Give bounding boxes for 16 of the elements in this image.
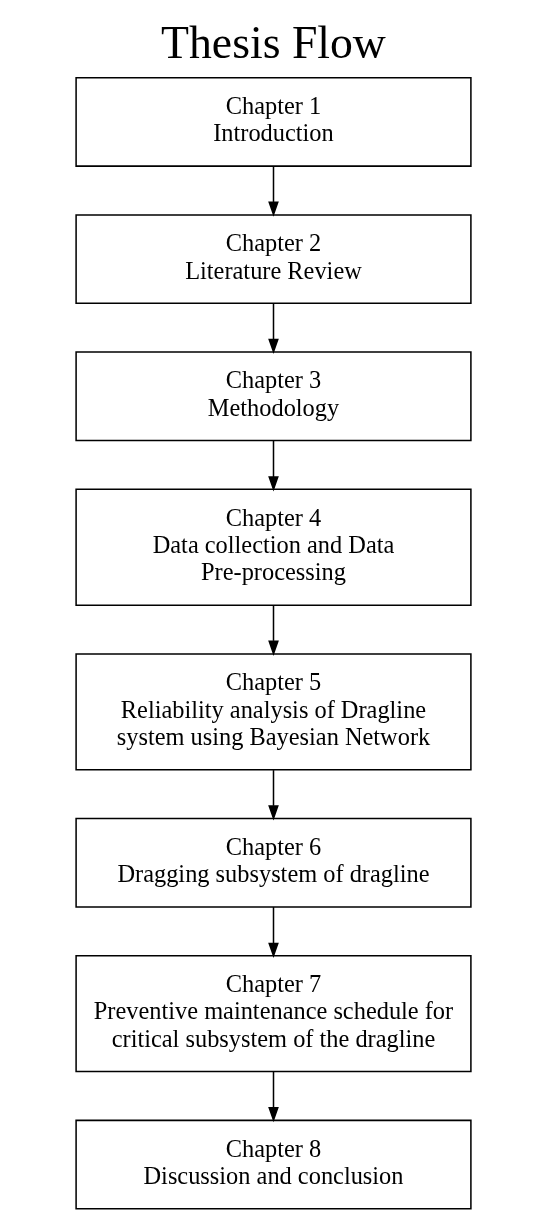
node-box: Chapter 2 Literature Review [74,214,472,305]
arrow [267,303,279,354]
node-box: Chapter 1 Introduction [74,76,472,167]
diagram-title: Thesis Flow [160,16,386,68]
node-box: Chapter 3 Methodology [74,351,472,442]
arrow [267,906,279,958]
arrow [267,604,279,656]
node-box: Chapter 8 Discussion and conclusion [74,1119,472,1210]
node-box: Chapter 7 Preventive maintenance schedule for critical subsystem of the dragline [74,955,472,1073]
node-box: Chapter 4 Data collection and Data Pre-processing [74,488,472,606]
arrow [267,1071,279,1123]
arrow [267,165,279,217]
arrow [267,439,279,492]
node-box: Chapter 6 Dragging subsystem of dragline [74,817,472,908]
arrow [267,769,279,821]
node-box: Chapter 5 Reliability analysis of Dragline system using Bayesian Network [74,653,472,771]
